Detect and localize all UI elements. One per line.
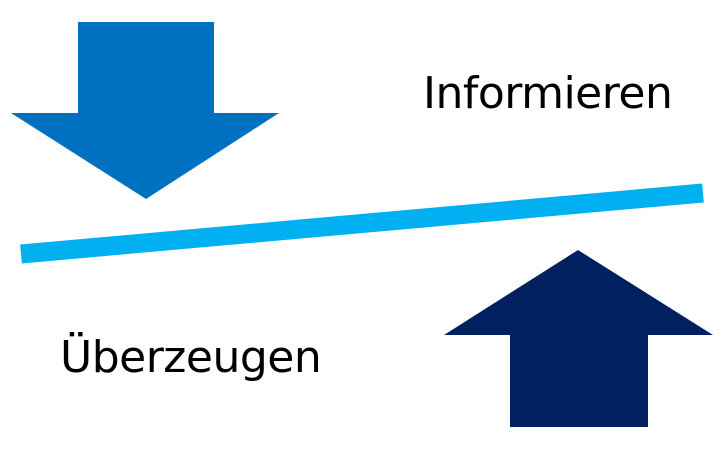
- label-informieren: Informieren: [423, 68, 673, 119]
- arrow-up-icon: [444, 250, 713, 427]
- arrow-down-icon: [11, 22, 279, 199]
- balance-bar: [20, 183, 704, 264]
- label-ueberzeugen: Überzeugen: [60, 332, 322, 383]
